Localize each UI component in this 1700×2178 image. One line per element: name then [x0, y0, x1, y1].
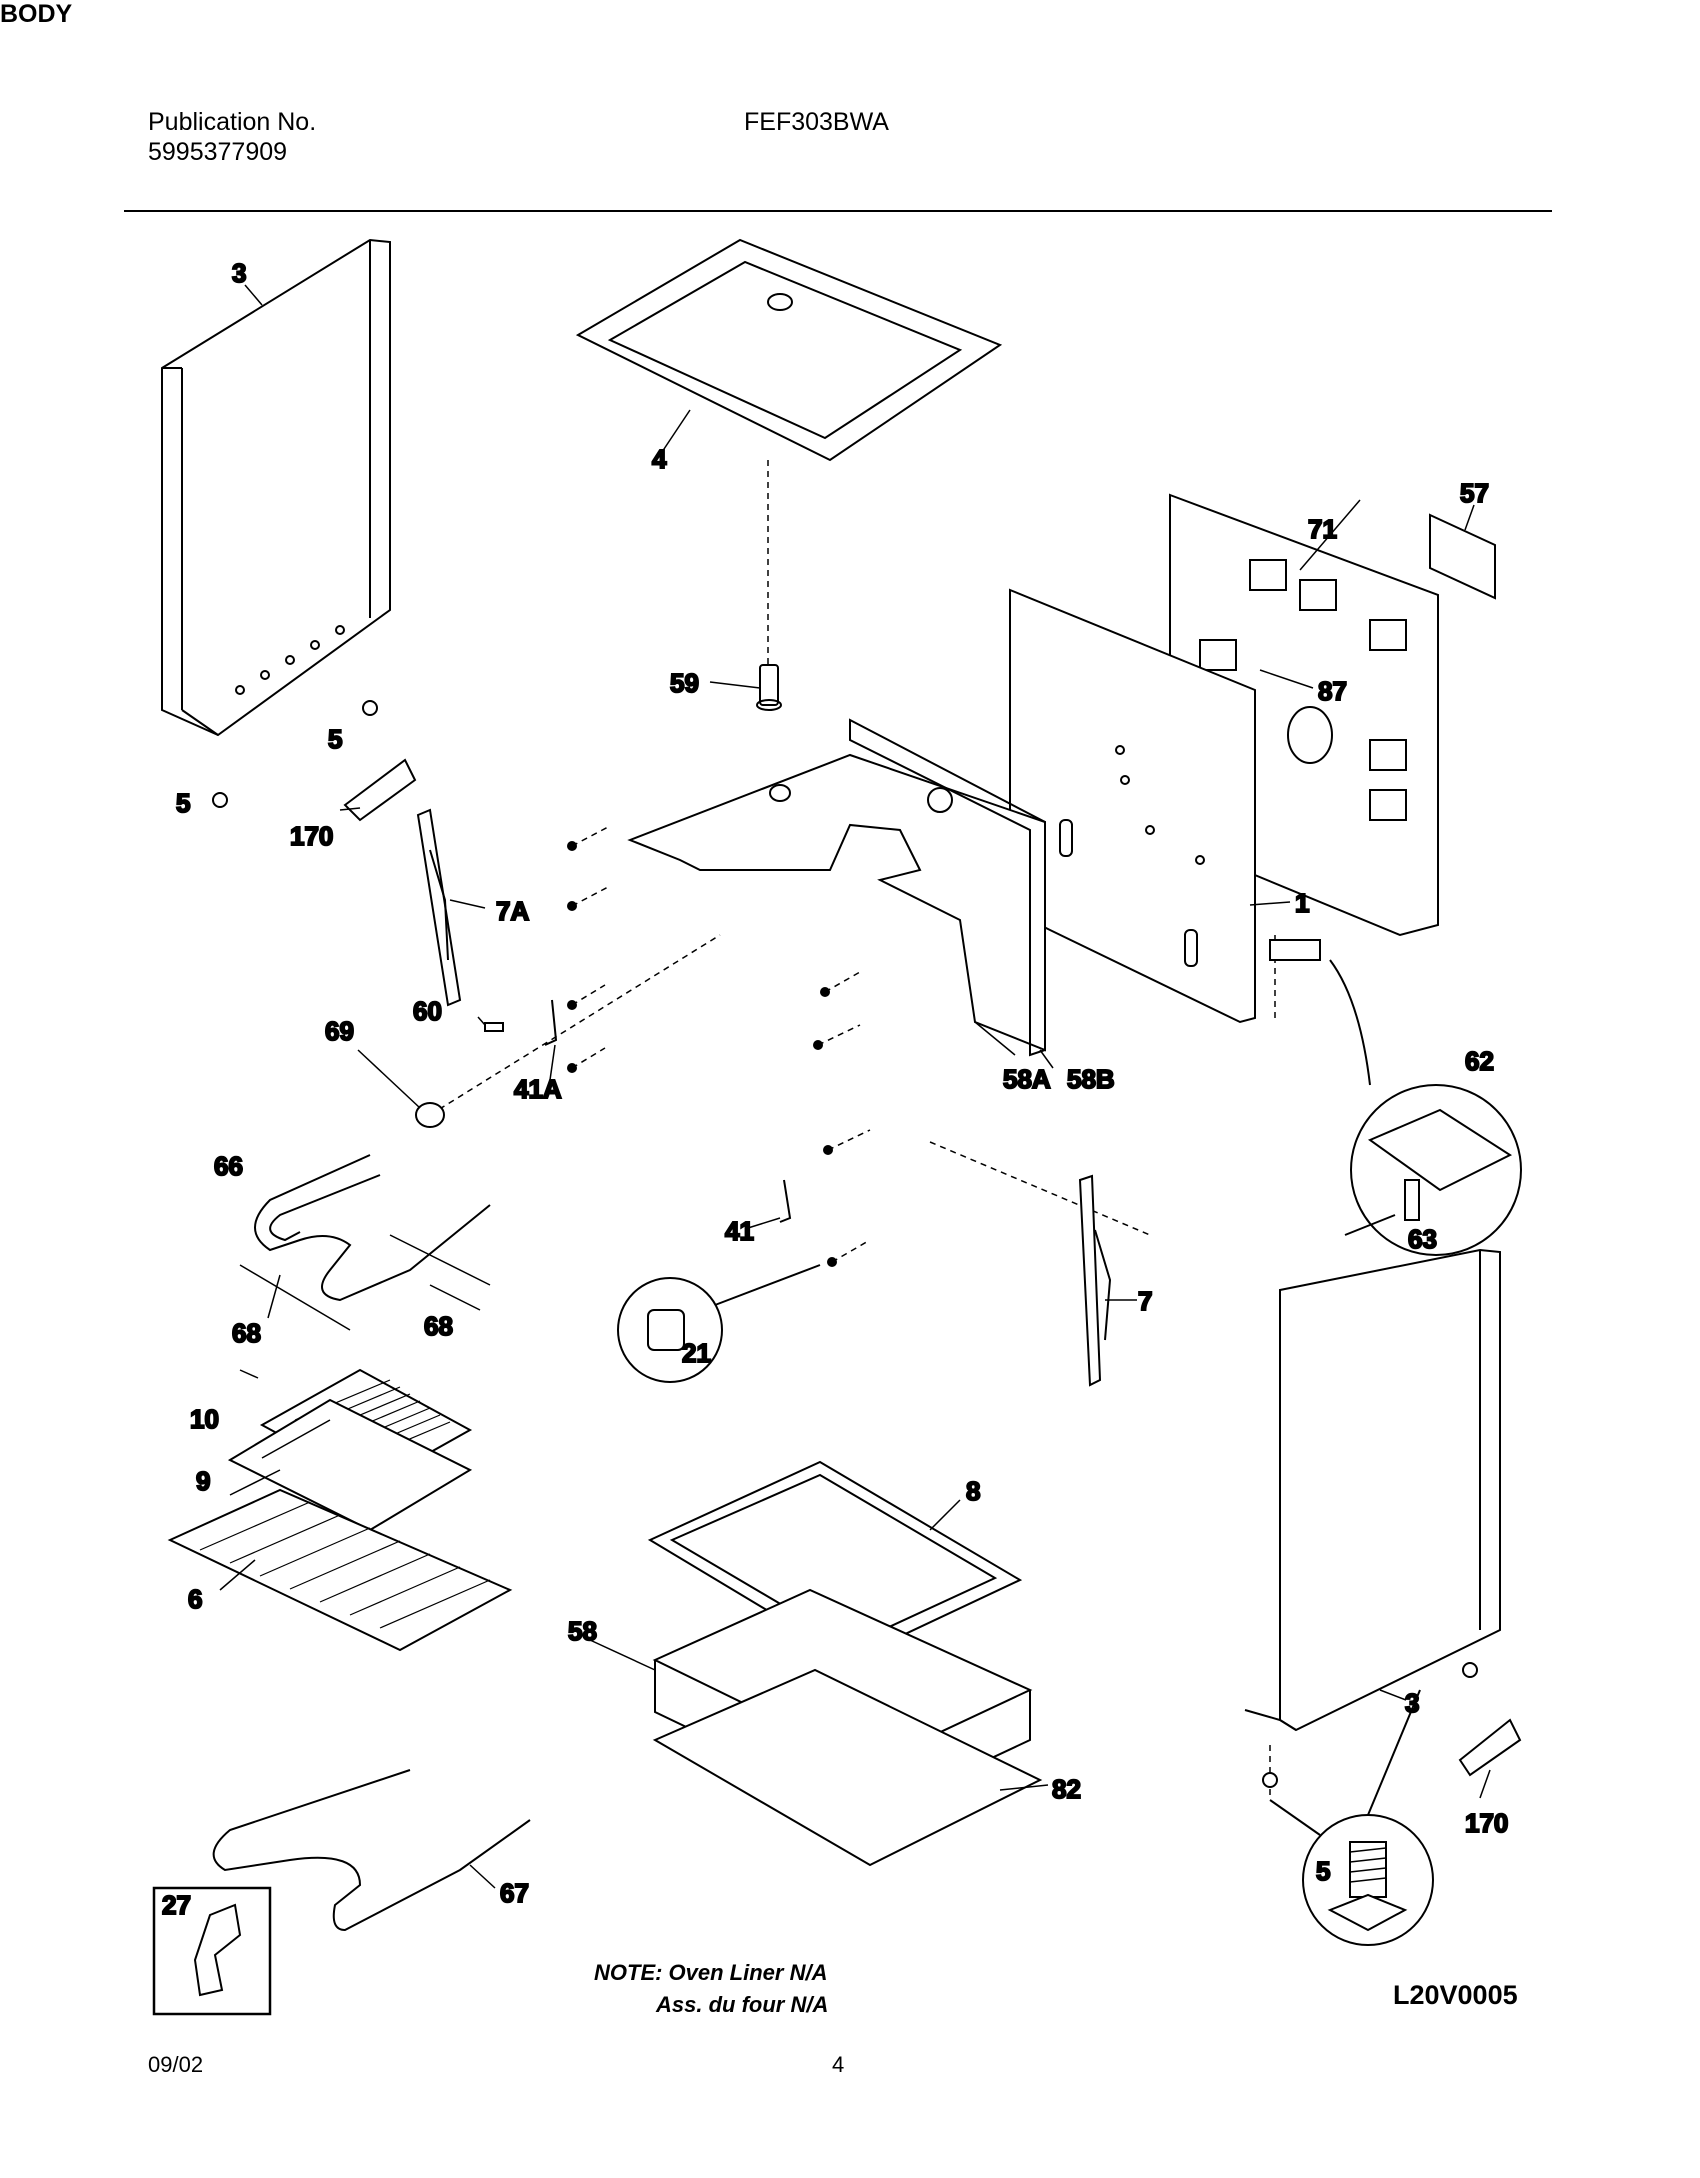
screw-5b — [212, 792, 228, 808]
footer-date: 09/02 — [148, 2052, 204, 2077]
callout-4: 4 — [652, 444, 667, 474]
callout-60: 60 — [413, 996, 442, 1026]
callout-69: 69 — [325, 1016, 354, 1046]
callout-1: 1 — [1295, 888, 1309, 918]
publication-number: 5995377909 — [148, 138, 288, 166]
callout-170-left: 170 — [290, 821, 333, 851]
callout-10: 10 — [190, 1404, 219, 1434]
callout-8: 8 — [966, 1476, 980, 1506]
callout-5-left: 5 — [176, 788, 190, 818]
callout-67: 67 — [500, 1878, 529, 1908]
callout-58a: 58A — [1003, 1064, 1051, 1094]
callout-7a: 7A — [496, 896, 529, 926]
note-line-2: Ass. du four N/A — [656, 1992, 829, 2017]
callout-82: 82 — [1052, 1774, 1081, 1804]
header-divider — [124, 210, 1552, 212]
callout-62: 62 — [1465, 1046, 1494, 1076]
section-title: BODY — [0, 0, 73, 28]
screw-5d — [1462, 1662, 1478, 1678]
callout-3-left: 3 — [232, 258, 246, 288]
callout-68-right: 68 — [424, 1311, 453, 1341]
drawing-code: L20V0005 — [1393, 1980, 1518, 2010]
publication-label: Publication No. — [148, 108, 317, 136]
wire-68-left — [239, 1264, 351, 1331]
bracket-41a — [544, 999, 558, 1046]
top-panel — [575, 238, 1003, 462]
callout-21: 21 — [682, 1338, 711, 1368]
page-number: 4 — [832, 2052, 845, 2077]
callout-27: 27 — [162, 1890, 191, 1920]
anti-tip-bracket-right — [1458, 1718, 1522, 1777]
callout-41a: 41A — [514, 1074, 562, 1104]
callout-59: 59 — [670, 668, 699, 698]
bottom-panel — [652, 1668, 1043, 1867]
left-side-panel — [161, 238, 391, 737]
callout-57: 57 — [1460, 478, 1489, 508]
callout-9: 9 — [196, 1466, 210, 1496]
callout-41: 41 — [725, 1216, 754, 1246]
right-side-panel — [1244, 1248, 1501, 1732]
callout-7: 7 — [1138, 1286, 1152, 1316]
mounting-screws — [567, 841, 837, 1267]
right-rack-support — [1078, 1174, 1112, 1387]
callout-5-detail: 5 — [1316, 1856, 1330, 1886]
callout-87: 87 — [1318, 676, 1347, 706]
callout-63: 63 — [1408, 1224, 1437, 1254]
callout-5-top: 5 — [328, 724, 342, 754]
callout-71: 71 — [1308, 514, 1337, 544]
light-lens — [415, 1102, 445, 1128]
terminal-block-detail — [1329, 959, 1522, 1256]
callout-6: 6 — [188, 1584, 202, 1614]
bracket-41 — [779, 1179, 792, 1223]
wire-68-right — [389, 1234, 491, 1286]
model-number: FEF303BWA — [744, 108, 889, 136]
note-line-1: NOTE: Oven Liner N/A — [594, 1960, 828, 1985]
leveler-detail — [1269, 1689, 1434, 1946]
broiler-pan — [227, 1398, 473, 1532]
callout-68-left: 68 — [232, 1318, 261, 1348]
screw-5c — [1262, 1772, 1278, 1788]
screw-5a — [362, 700, 378, 716]
assembly-lines — [429, 460, 1439, 1800]
bracket-60 — [484, 1022, 504, 1032]
callout-58: 58 — [568, 1616, 597, 1646]
callout-66: 66 — [214, 1151, 243, 1181]
plug-detail — [617, 1264, 821, 1383]
inset-27 — [152, 1886, 272, 2016]
callout-3-right: 3 — [1405, 1688, 1419, 1718]
left-rack-support — [416, 808, 462, 1007]
callout-58b: 58B — [1067, 1064, 1115, 1094]
rating-label — [1429, 513, 1496, 600]
terminal-block — [1269, 939, 1321, 961]
callout-170-right: 170 — [1465, 1808, 1508, 1838]
leader-lines — [219, 284, 1491, 1889]
spacer-post — [756, 664, 782, 711]
anti-tip-bracket-left — [343, 758, 417, 822]
bake-element — [212, 1769, 531, 1932]
broil-element — [254, 1154, 491, 1302]
oven-rack — [167, 1488, 513, 1652]
front-frame — [627, 718, 1046, 1057]
